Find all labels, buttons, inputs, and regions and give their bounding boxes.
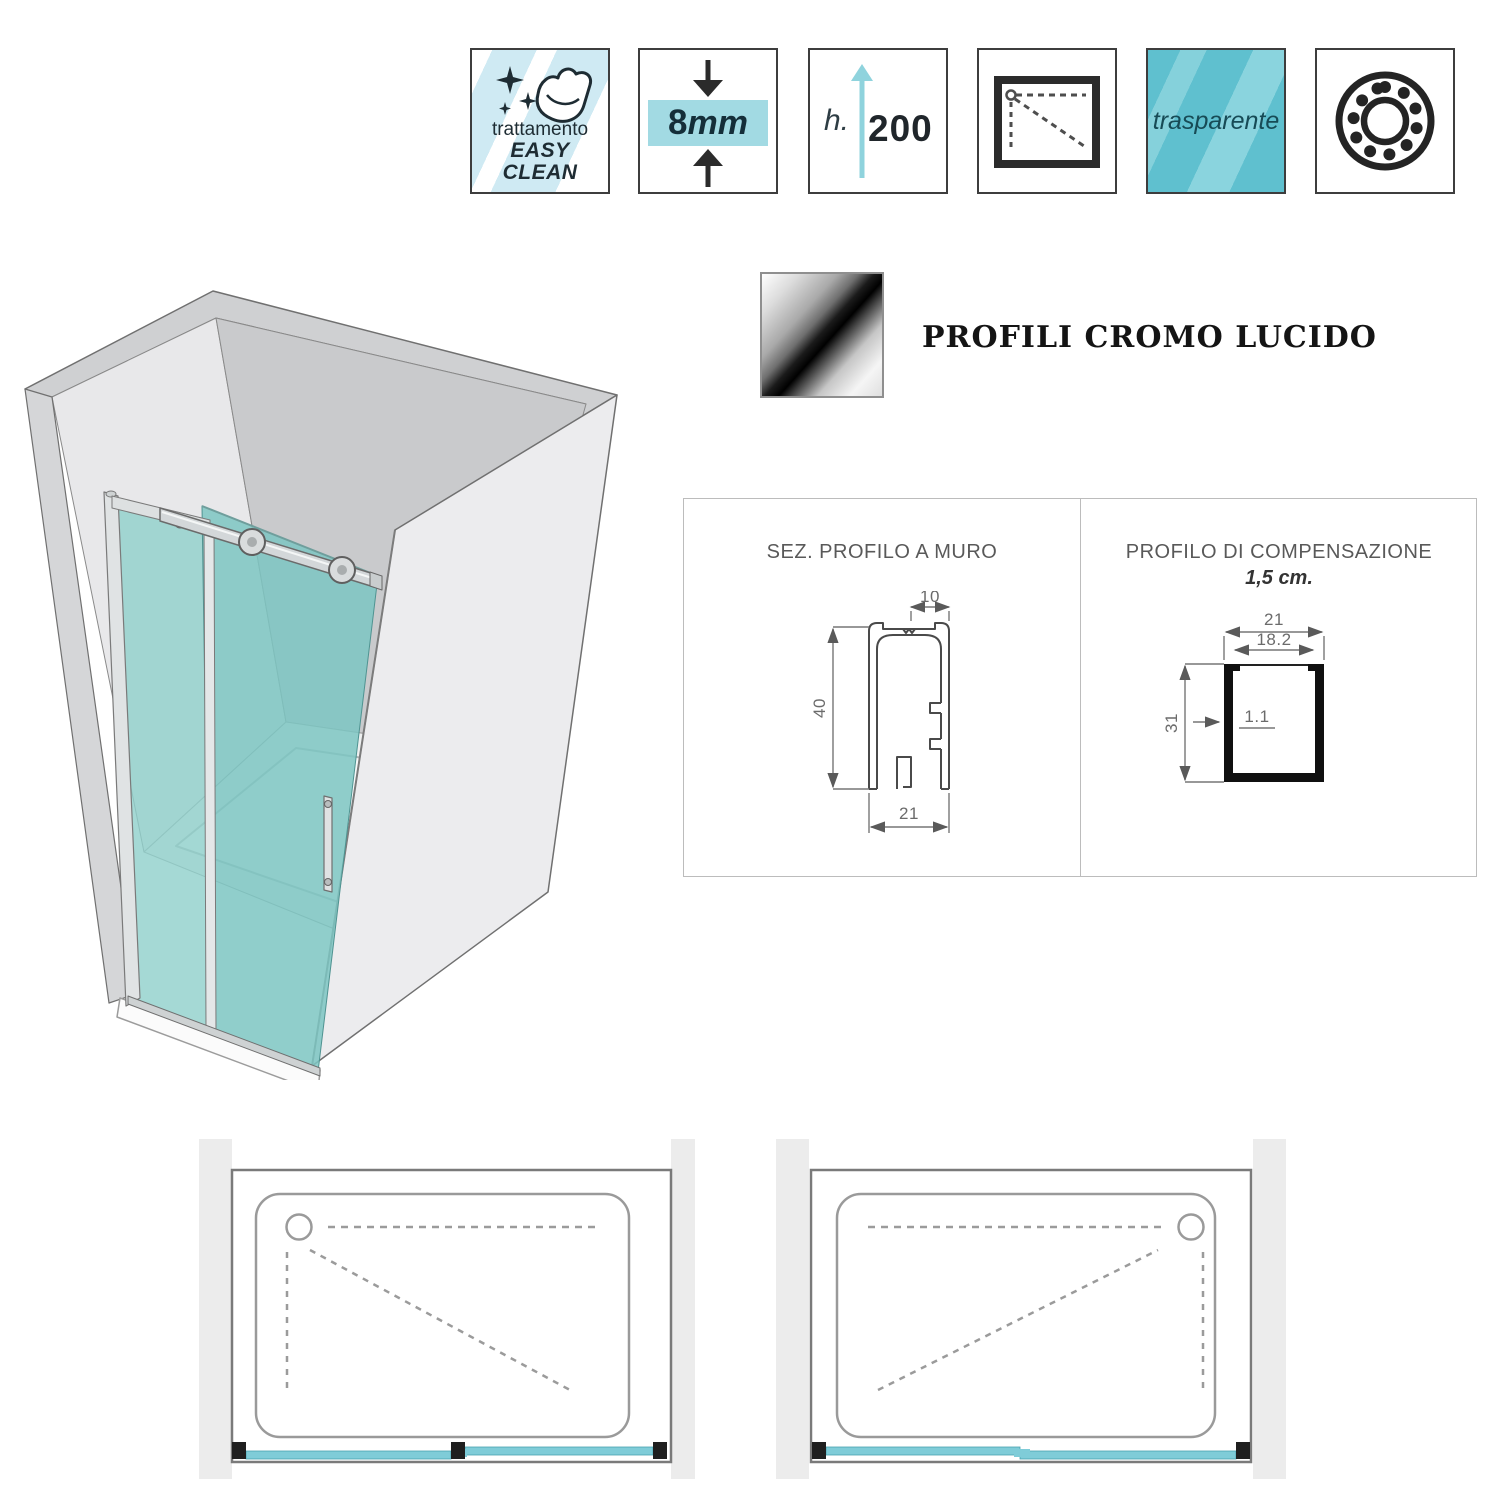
wall-profile-drawing: 10 40 21: [810, 591, 951, 833]
thickness-unit: mm: [687, 103, 748, 142]
compensation-subtitle: 1,5 cm.: [1245, 567, 1313, 589]
shower-3d-drawing: [24, 290, 618, 1080]
profile-cap: [105, 490, 117, 498]
glass-divider-profile: [203, 523, 217, 1033]
compensation-outline: [1224, 664, 1324, 782]
arrow-up-icon: [693, 149, 723, 166]
wall-profile-section: SEZ. PROFILO A MURO: [684, 499, 1081, 876]
wall-profile-dim-lines: [827, 601, 951, 833]
easy-clean-line1: trattamento: [491, 118, 589, 140]
compensation-title: PROFILO DI COMPENSAZIONE: [1125, 541, 1433, 563]
plan-view-left-opening: [199, 1139, 695, 1479]
dim-outer: 21: [1264, 610, 1284, 629]
dim-side: 40: [810, 698, 829, 718]
wall-section: [199, 1139, 232, 1479]
height-icon: h. 200: [808, 48, 948, 194]
drain-icon: [285, 1213, 313, 1241]
height-arrow-icon: [851, 64, 873, 178]
easy-clean-icon: trattamento EASY CLEAN: [470, 48, 610, 194]
wall-section: [671, 1139, 695, 1479]
compensation-profile-section: PROFILO DI COMPENSAZIONE 1,5 cm.: [1081, 499, 1477, 876]
opening-direction-dashes: [868, 1225, 1205, 1392]
chrome-swatch: [760, 272, 884, 398]
wall-profile-outline: [868, 622, 950, 790]
dim-inner: 18.2: [1256, 630, 1291, 649]
arrow-down-icon: [693, 80, 723, 97]
bearing-icon: [1315, 48, 1455, 194]
easy-clean-label: trattamento EASY CLEAN: [472, 120, 608, 184]
compensation-profile-drawing: 21 18.2 31 1.1: [1162, 610, 1325, 783]
bottom-rail-chrome: [127, 995, 321, 1077]
tray-dimension-icon: [977, 48, 1117, 194]
wall-profile-title: SEZ. PROFILO A MURO: [766, 541, 998, 563]
glass-type-label: trasparente: [1152, 106, 1280, 135]
wall-section: [776, 1139, 809, 1479]
arrow-up-stem: [705, 165, 711, 187]
roller-icon: [238, 528, 356, 584]
height-prefix: h.: [824, 104, 850, 137]
dim-side2: 31: [1162, 713, 1181, 733]
rail-wall-mount: [369, 571, 383, 591]
sparkle-hand-icon: [496, 66, 593, 123]
transparent-glass-swatch: trasparente: [1148, 50, 1284, 192]
plan-view-right-opening: [776, 1139, 1286, 1479]
shower-tray-plan: [254, 1192, 631, 1439]
glass-transparent-icon: trasparente: [1146, 48, 1286, 194]
wall-section: [1253, 1139, 1286, 1479]
compensation-dim-lines: [1179, 626, 1325, 783]
technical-panel: SEZ. PROFILO A MURO: [683, 498, 1477, 877]
easy-clean-line2: EASY CLEAN: [502, 138, 578, 184]
door-handle: [323, 795, 333, 893]
dim-thickness: 1.1: [1244, 707, 1269, 726]
dim-top: 10: [920, 591, 940, 606]
arrow-down-stem: [705, 60, 711, 82]
tray-outline-icon: [994, 76, 1100, 168]
height-value: 200: [868, 108, 933, 149]
finish-label: PROFILI CROMO LUCIDO: [922, 320, 1377, 355]
sliding-door-plan: [232, 1442, 667, 1460]
sliding-door-plan: [812, 1442, 1250, 1460]
dim-bottom: 21: [899, 804, 919, 823]
ball-bearing-icon: [1335, 71, 1435, 171]
thickness-value: 8: [668, 103, 688, 142]
shower-tray-plan: [835, 1192, 1217, 1439]
drain-icon: [1177, 1213, 1205, 1241]
opening-direction-dashes: [285, 1225, 597, 1392]
